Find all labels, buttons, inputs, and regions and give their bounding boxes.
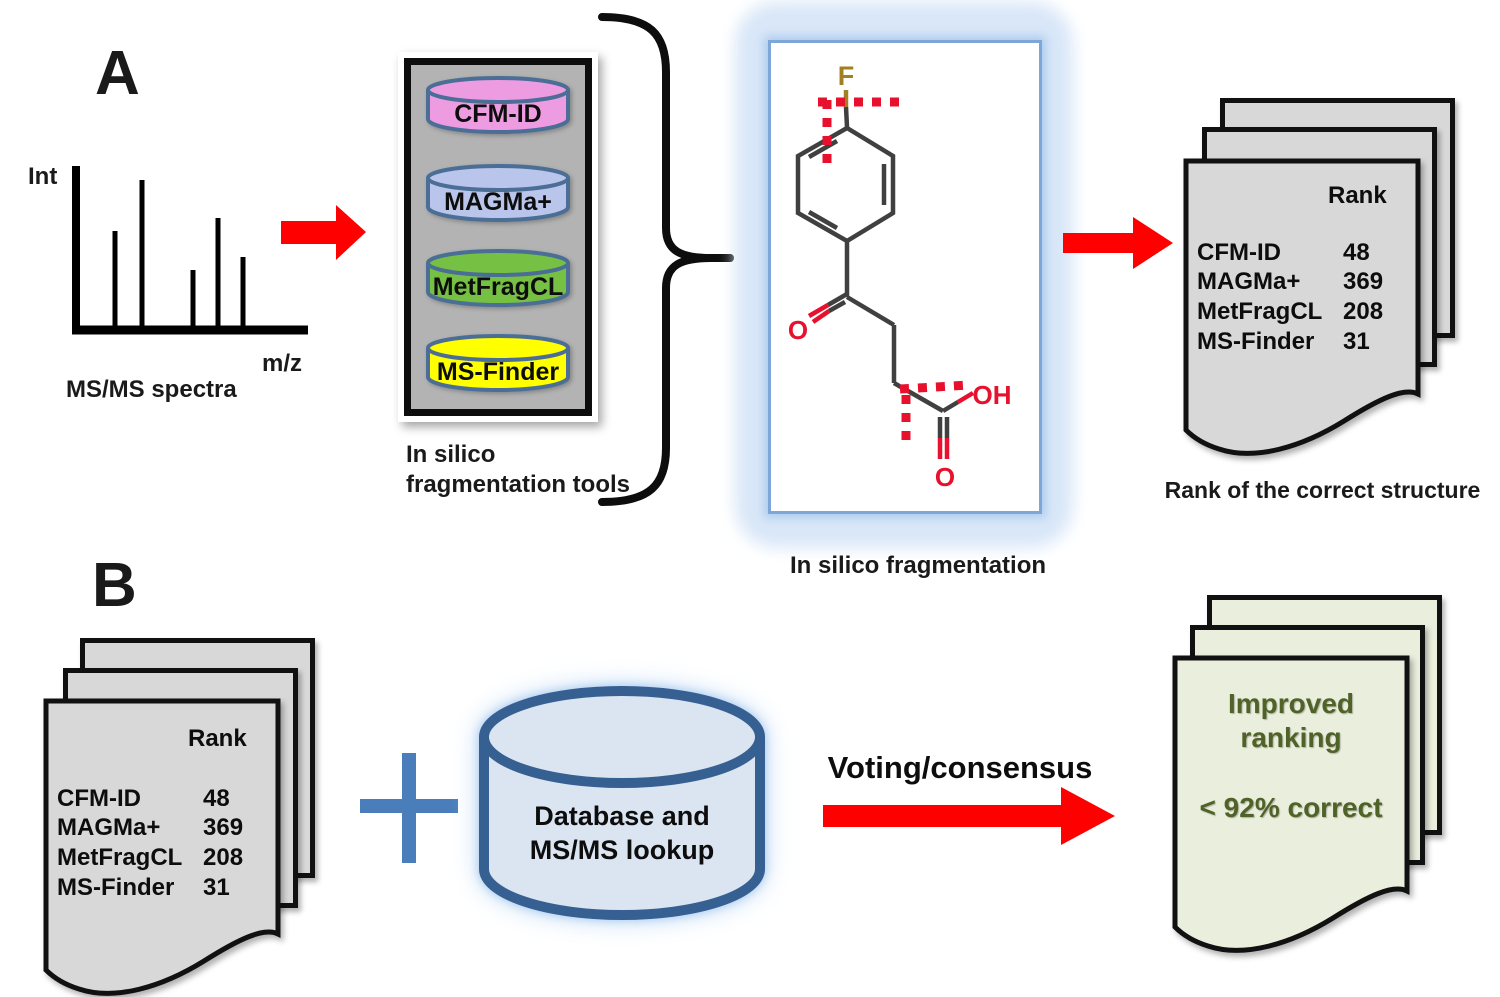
tools-box-inner: CFM-ID MAGMa+ MetFragCL MS-Finder [404, 58, 592, 416]
tools-caption-line1: In silico [406, 441, 496, 468]
section-a-label: A [95, 39, 140, 108]
result-title-line1: Improved [1227, 688, 1355, 719]
fragmentation-cut-marks [818, 97, 971, 445]
spectrum-ylabel: Int [28, 163, 58, 190]
tool-name: MS-Finder [1197, 327, 1315, 355]
tool-name: MS-Finder [57, 873, 175, 901]
tool-label: MS-Finder [437, 358, 559, 386]
database-cylinder [479, 686, 765, 920]
tool-rank: 369 [203, 814, 244, 842]
msms-spectrum-plot [72, 166, 308, 335]
atom-oh: OH [973, 380, 1012, 410]
atom-o-ketone: O [788, 315, 808, 345]
rank-doc-stack-a: Rank CFM-ID 48 MAGMa+ 369 MetFragCL 208 … [1183, 98, 1463, 468]
benzene-ring [795, 125, 896, 244]
right-arrow-icon [823, 787, 1115, 845]
database-label: Database and MS/MS lookup [497, 799, 747, 867]
rank-caption: Rank of the correct structure [1164, 477, 1481, 503]
tools-caption: In silico fragmentation tools [406, 440, 630, 500]
result-title: Improved ranking [1181, 687, 1401, 755]
tool-rank: 48 [203, 784, 230, 812]
section-b-label: B [92, 551, 137, 620]
result-title-line2: ranking [1240, 722, 1342, 753]
tool-cylinder-msfinder: MS-Finder [426, 334, 570, 392]
tool-name: MAGMa+ [57, 814, 161, 842]
tool-rank: 31 [203, 873, 230, 901]
result-doc-stack: Improved ranking < 92% correct [1172, 595, 1452, 965]
rank-table: CFM-ID 48 MAGMa+ 369 MetFragCL 208 MS-Fi… [1197, 238, 1412, 356]
in-silico-tools-box: CFM-ID MAGMa+ MetFragCL MS-Finder [398, 52, 598, 422]
molecule-structure: O OH O F [788, 61, 1012, 492]
rank-row: MAGMa+ 369 [57, 814, 272, 844]
tool-cylinder-metfrag: MetFragCL [426, 249, 570, 307]
rank-row: MetFragCL 208 [1197, 297, 1412, 327]
cylinder-top [426, 249, 570, 277]
tool-label: MAGMa+ [444, 188, 552, 216]
cut-mark-bottom-horizontal [899, 380, 971, 394]
rank-row: MetFragCL 208 [57, 843, 272, 873]
tool-name: MetFragCL [57, 843, 183, 871]
tool-cylinder-magma: MAGMa+ [426, 164, 570, 222]
tool-name: CFM-ID [57, 784, 141, 812]
rank-row: CFM-ID 48 [1197, 238, 1412, 268]
tool-label: CFM-ID [454, 100, 541, 128]
tool-rank: 208 [1343, 297, 1384, 325]
rank-header: Rank [1328, 182, 1387, 209]
arrow-molecule-to-ranks [1063, 217, 1173, 269]
rank-row: MAGMa+ 369 [1197, 268, 1412, 298]
rank-row: MS-Finder 31 [57, 873, 272, 903]
plus-icon [402, 753, 416, 863]
tool-rank: 369 [1343, 268, 1384, 296]
spectrum-xlabel: m/z [262, 350, 303, 377]
rank-row: MS-Finder 31 [1197, 327, 1412, 357]
database-top [479, 686, 765, 788]
tool-rank: 48 [1343, 238, 1370, 266]
atom-o-acid: O [935, 462, 955, 492]
arrow-voting-to-result [823, 787, 1115, 845]
rank-header: Rank [188, 725, 247, 752]
rank-doc-stack-b: Rank CFM-ID 48 MAGMa+ 369 MetFragCL 208 … [43, 638, 323, 997]
tool-label: MetFragCL [433, 273, 564, 301]
cylinder-top [426, 334, 570, 362]
tool-name: MetFragCL [1197, 297, 1323, 325]
doc-page-front [1183, 158, 1421, 456]
tool-name: CFM-ID [1197, 238, 1281, 266]
doc-page-front [1172, 655, 1410, 953]
rank-row: CFM-ID 48 [57, 784, 272, 814]
cylinder-top [426, 76, 570, 104]
database-label-line2: MS/MS lookup [529, 835, 715, 865]
right-arrow-icon [1063, 217, 1173, 269]
molecule-box: O OH O F [768, 40, 1042, 514]
spectrum-peaks [112, 180, 246, 330]
database-label-line1: Database and [534, 801, 710, 831]
arrow-spectra-to-tools [281, 205, 366, 260]
tools-caption-line2: fragmentation tools [406, 471, 631, 498]
tool-name: MAGMa+ [1197, 268, 1301, 296]
right-arrow-icon [281, 205, 366, 260]
atom-f: F [838, 61, 855, 91]
doc-page-front [43, 698, 281, 996]
curly-brace [598, 13, 734, 506]
result-accuracy: < 92% correct [1199, 792, 1383, 823]
tool-rank: 31 [1343, 327, 1370, 355]
tool-cylinder-cfm-id: CFM-ID [426, 76, 570, 134]
spectrum-caption: MS/MS spectra [66, 376, 237, 403]
rank-table: CFM-ID 48 MAGMa+ 369 MetFragCL 208 MS-Fi… [57, 784, 272, 902]
cylinder-top [426, 164, 570, 192]
tool-rank: 208 [203, 843, 244, 871]
voting-consensus-label: Voting/consensus [827, 750, 1093, 785]
molecule-caption: In silico fragmentation [789, 552, 1047, 579]
